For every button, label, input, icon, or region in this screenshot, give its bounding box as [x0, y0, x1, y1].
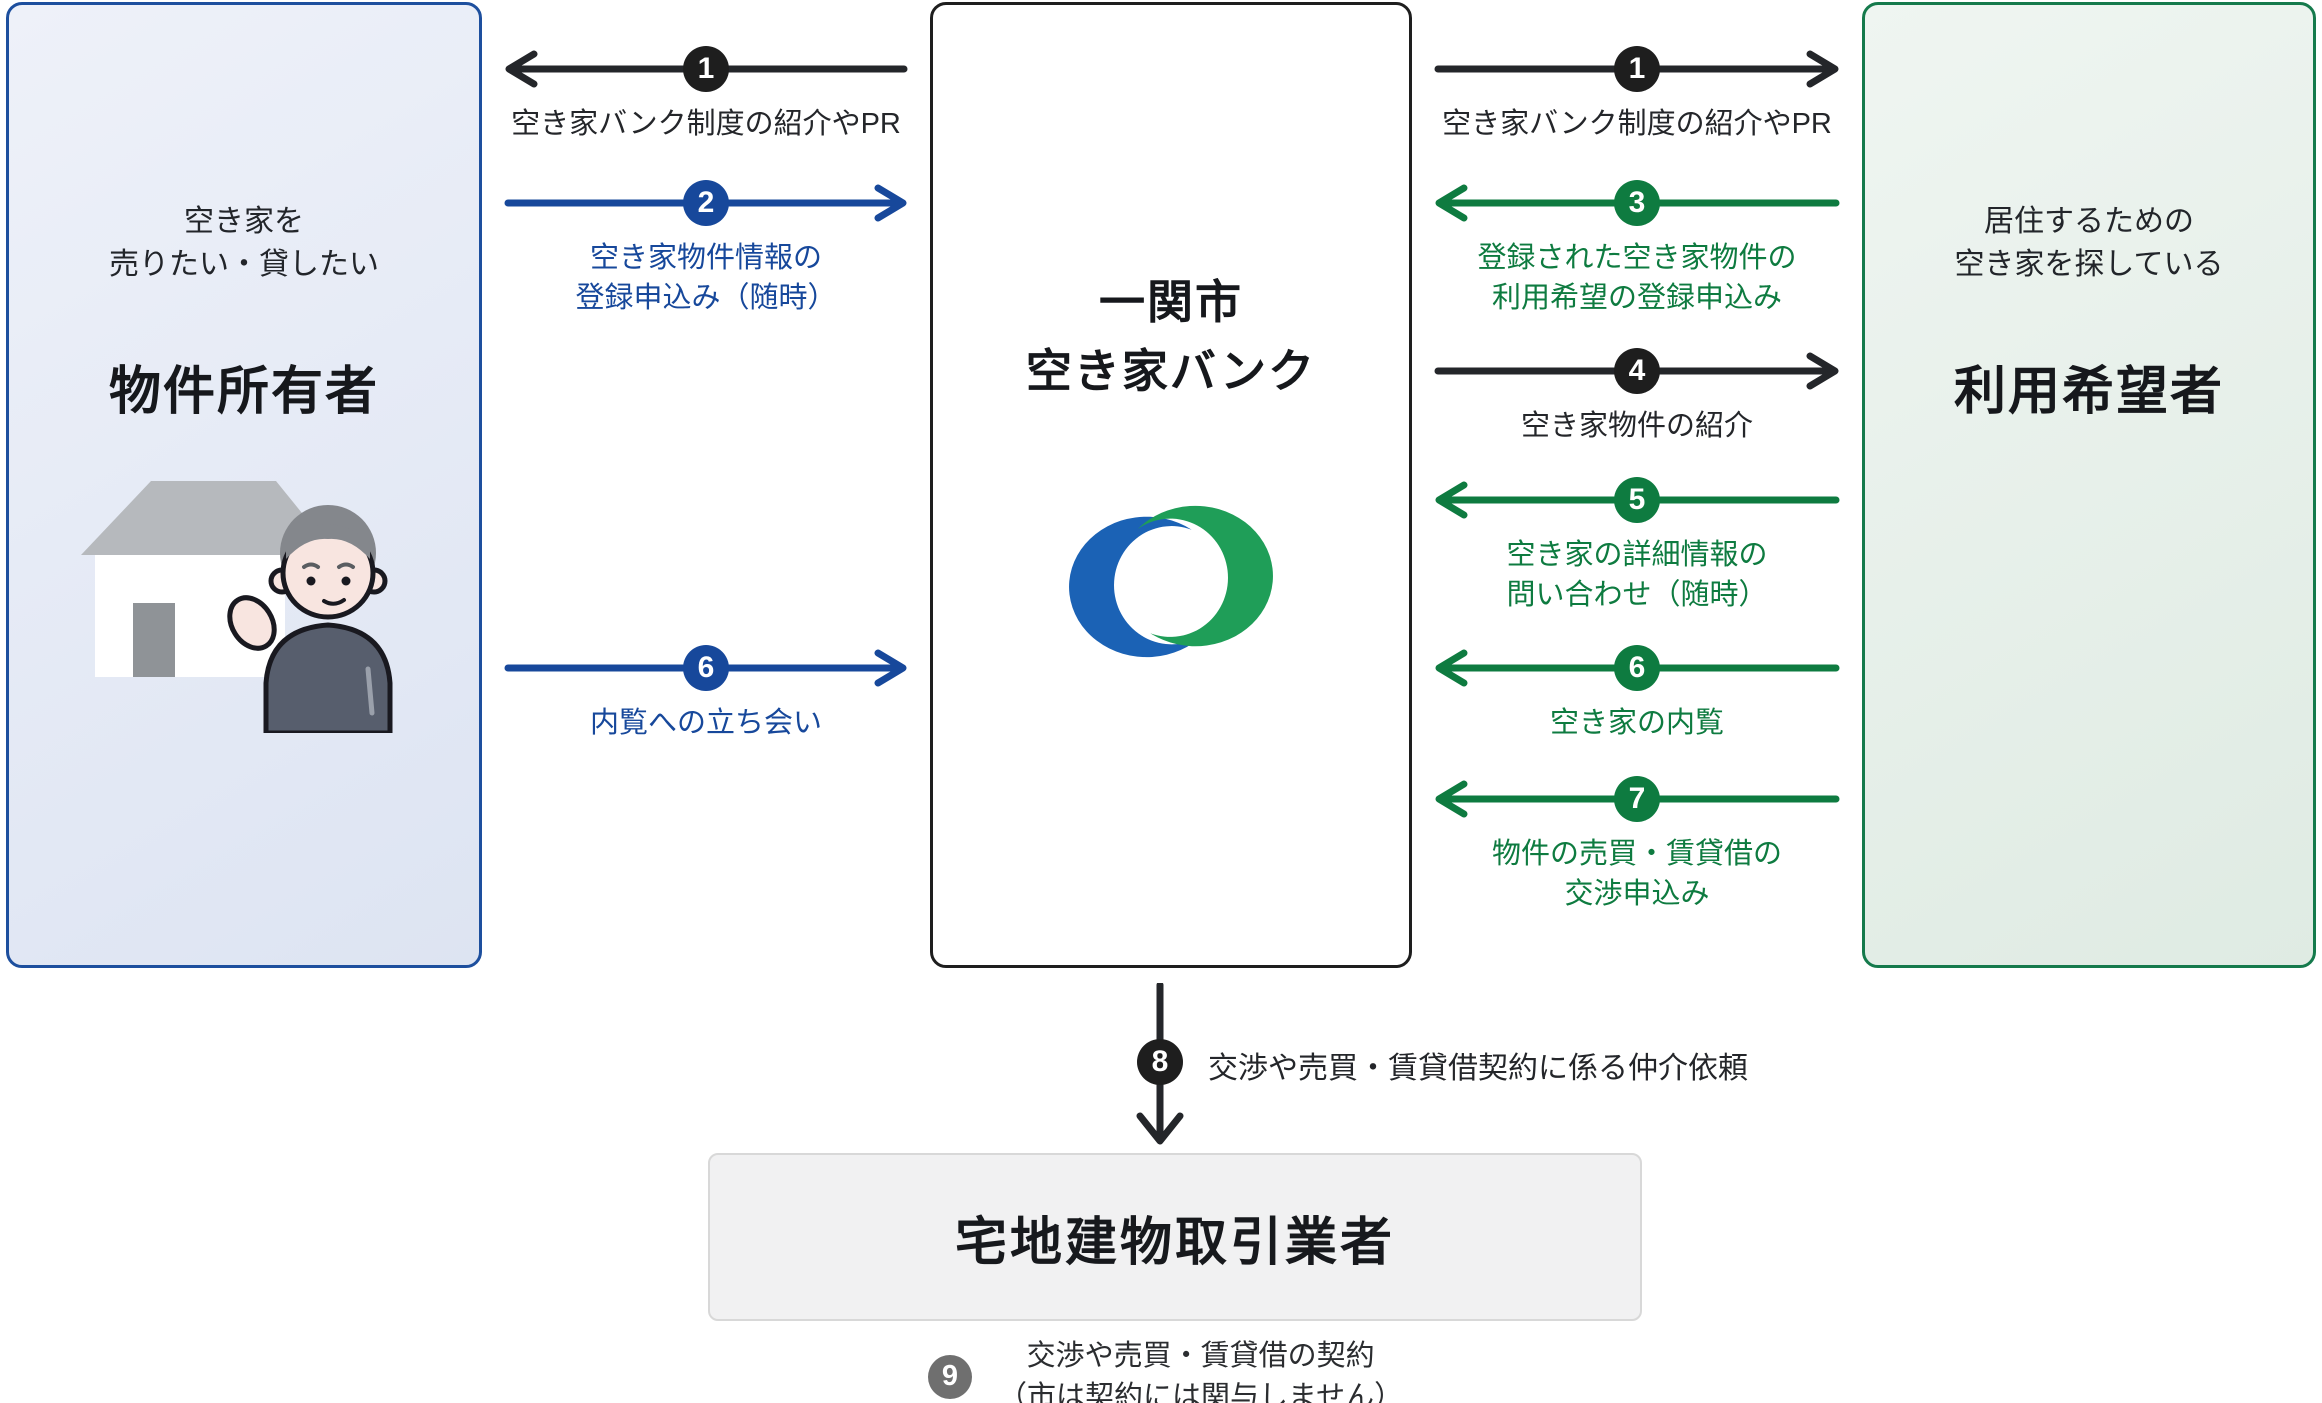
vacant-house-bank-title: 一関市 空き家バンク [1025, 276, 1317, 397]
step-6-right-badge: 6 [1614, 645, 1660, 691]
flow-step-9: 9 交渉や売買・賃貸借の契約 （市は契約には関与しません） [928, 1336, 1403, 1403]
step-3-badge: 3 [1614, 180, 1660, 226]
step-1-right-badge: 1 [1614, 46, 1660, 92]
property-owner-subtitle: 空き家を 売りたい・貸したい [109, 205, 379, 281]
house-and-owner-illustration [81, 481, 393, 733]
step-2-badge: 2 [683, 180, 729, 226]
step-3-label: 登録された空き家物件の 利用希望の登録申込み [1477, 242, 1797, 315]
step-1-label: 空き家バンク制度の紹介やPR [511, 108, 901, 140]
broker-box-title: 宅地建物取引業者 [954, 1213, 1395, 1272]
flow-step-7: 7 物件の売買・賃貸借の 交渉申込み [1432, 776, 1842, 914]
step-1-badge: 1 [683, 46, 729, 92]
flow-step-5: 5 空き家の詳細情報の 問い合わせ（随時） [1432, 477, 1842, 615]
step-9-badge: 9 [928, 1354, 972, 1399]
step-5-label: 空き家の詳細情報の 問い合わせ（随時） [1506, 539, 1768, 612]
step-8-label: 交渉や売買・賃貸借契約に係る仲介依頼 [1208, 1052, 1748, 1085]
step-6-left-badge: 6 [683, 645, 729, 691]
step-7-badge: 7 [1614, 776, 1660, 822]
step-6-left-label: 内覧への立ち会い [589, 707, 822, 739]
flow-step-6-right: 6 空き家の内覧 [1432, 645, 1842, 743]
flow-step-1-left: 1 空き家バンク制度の紹介やPR [502, 46, 910, 144]
vacant-house-bank-panel: 一関市 空き家バンク [930, 2, 1412, 968]
flow-step-6-left: 6 内覧への立ち会い [502, 645, 910, 743]
step-1-right-label: 空き家バンク制度の紹介やPR [1442, 108, 1832, 140]
step-4-label: 空き家物件の紹介 [1520, 410, 1753, 442]
flow-step-2: 2 空き家物件情報の 登録申込み（随時） [502, 180, 910, 318]
prospective-user-panel: 居住するための 空き家を探している 利用希望者 [1862, 2, 2316, 968]
broker-box: 宅地建物取引業者 [708, 1153, 1642, 1321]
step-8-badge: 8 [1137, 1039, 1183, 1085]
prospective-user-subtitle: 居住するための 空き家を探している [1954, 205, 2224, 281]
ichinoseki-city-emblem-logo [1069, 505, 1273, 658]
flow-step-4: 4 空き家物件の紹介 [1432, 348, 1842, 446]
prospective-user-title: 利用希望者 [1953, 363, 2224, 421]
step-5-badge: 5 [1614, 477, 1660, 523]
flow-step-3: 3 登録された空き家物件の 利用希望の登録申込み [1432, 180, 1842, 318]
step-9-label: 交渉や売買・賃貸借の契約 （市は契約には関与しません） [998, 1340, 1404, 1403]
step-7-label: 物件の売買・賃貸借の 交渉申込み [1491, 838, 1782, 911]
flow-step-1-right: 1 空き家バンク制度の紹介やPR [1432, 46, 1842, 144]
step-6-right-label: 空き家の内覧 [1549, 707, 1724, 739]
property-owner-panel: 空き家を 売りたい・貸したい 物件所有者 [6, 2, 482, 968]
property-owner-title: 物件所有者 [108, 363, 379, 421]
step-2-label: 空き家物件情報の 登録申込み（随時） [575, 242, 837, 315]
step-4-badge: 4 [1614, 348, 1660, 394]
owner-person [227, 505, 393, 733]
